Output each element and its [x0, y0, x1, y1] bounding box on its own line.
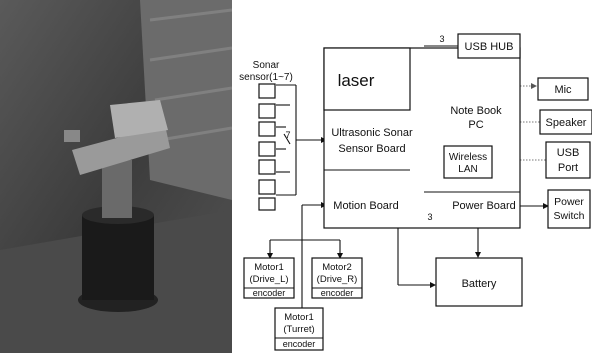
motor-turret-encoder: encoder — [283, 339, 316, 349]
motor-drive-left-encoder: encoder — [253, 288, 286, 298]
ultrasonic-board-label-2: Sensor Board — [338, 143, 405, 155]
motor-turret-sublabel: (Turret) — [283, 324, 314, 335]
motor-drive-right-encoder: encoder — [321, 288, 354, 298]
motor-drive-right-sublabel: (Drive_R) — [317, 274, 358, 285]
battery-label: Battery — [462, 278, 497, 290]
wireless-lan-label: Wireless — [449, 152, 487, 163]
usb-hub-label: USB HUB — [465, 41, 514, 53]
usb-port-label: USB — [557, 147, 580, 159]
sonar-sensor-box — [259, 84, 275, 98]
notebook-pc-label: Note Book — [450, 105, 502, 117]
speaker-label: Speaker — [546, 117, 587, 129]
sonar-sensor-box — [259, 104, 275, 118]
power-switch-label: Power — [554, 196, 584, 208]
motor-turret-label: Motor1 — [284, 312, 314, 323]
mic-label: Mic — [554, 84, 572, 96]
motor-drive-left-sublabel: (Drive_L) — [249, 274, 288, 285]
sonar-sensor-box — [259, 122, 275, 136]
power-board-label: Power Board — [452, 200, 516, 212]
ultrasonic-board-label: Ultrasonic Sonar — [331, 127, 413, 139]
notebook-pc-label-2: PC — [468, 119, 483, 131]
sonar-bus-width-label: 7 — [285, 130, 290, 140]
motor-drive-right-label: Motor2 — [322, 262, 352, 273]
motor-drive-left-label: Motor1 — [254, 262, 284, 273]
sonar-sensor-box — [259, 180, 275, 194]
wireless-lan-label-2: LAN — [458, 164, 477, 175]
sonar-sensor-box — [259, 198, 275, 210]
sonar-sensor-boxes — [259, 84, 275, 210]
sonar-sensor-box — [259, 160, 275, 174]
sonar-sensor-label: Sonar — [253, 60, 280, 71]
power-bus-width-label: 3 — [427, 212, 432, 222]
motion-board-label: Motion Board — [333, 200, 398, 212]
sonar-sensor-label-range: sensor(1~7) — [239, 72, 293, 83]
power-switch-label-2: Switch — [554, 210, 585, 222]
laser-label: laser — [338, 71, 375, 90]
usb-port-label-2: Port — [558, 162, 578, 174]
bus-width-label: 3 — [439, 34, 444, 44]
sonar-sensor-box — [259, 142, 275, 156]
